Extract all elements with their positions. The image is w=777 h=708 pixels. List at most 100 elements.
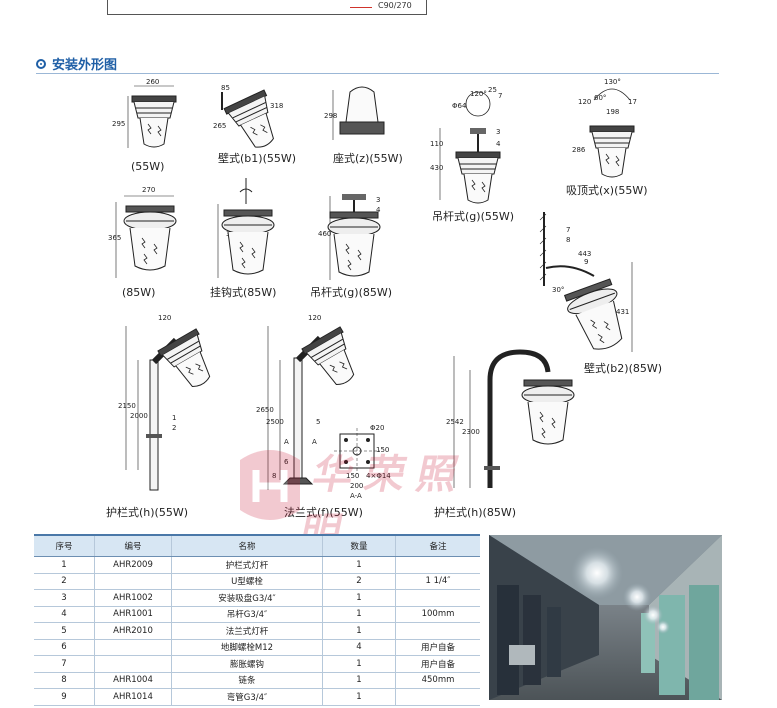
label-x-55w: 吸顶式(x)(55W) [566, 184, 648, 197]
table-cell: 4 [34, 606, 95, 623]
num-6: 6 [284, 458, 289, 466]
dim-130deg: 130° [604, 78, 621, 86]
table-cell: 2 [322, 573, 396, 590]
dim-200: 200 [350, 482, 363, 490]
dim-110: 110 [430, 140, 443, 148]
table-cell: 安装吸盘G3/4″ [171, 589, 323, 607]
table-cell: 用户自备 [395, 655, 480, 673]
label-85w: (85W) [122, 286, 155, 299]
col-header: 数量 [322, 534, 396, 557]
table-cell: 吊杆G3/4″ [171, 606, 323, 623]
table-cell: 6 [34, 639, 95, 656]
table-cell: 弯管G3/4″ [171, 688, 323, 706]
dim-265: 265 [213, 122, 226, 130]
table-header-row: 序号 编号 名称 数量 备注 [34, 534, 480, 557]
dim-phi20: Φ20 [370, 424, 384, 432]
dim-295: 295 [112, 120, 125, 128]
dim-85: 85 [221, 84, 230, 92]
label-f-55w: 法兰式(f)(55W) [284, 505, 363, 519]
table-cell [395, 622, 480, 640]
table-cell: 5 [34, 622, 95, 640]
section-mark-a-left: A [284, 438, 289, 446]
table-cell: AHR2010 [94, 622, 172, 640]
dim-2300: 2300 [462, 428, 480, 436]
table-cell: U型螺栓 [171, 573, 323, 590]
drawing-pendant-g-55w: Φ64 120° 25 7 3 4 110 430 吊杆式(g)(55W) [430, 86, 514, 223]
dim-430: 430 [430, 164, 443, 172]
legend-line-red [350, 7, 372, 8]
dim-120-h: 120 [158, 314, 171, 322]
installation-photo [489, 535, 722, 700]
table-cell: 膨胀螺钩 [171, 655, 323, 673]
dim-2542: 2542 [446, 418, 464, 426]
drawing-guardrail-h-85w: 2542 2300 护栏式(h)(85W) [434, 349, 575, 519]
table-cell: 8 [34, 672, 95, 689]
dim-phi64: Φ64 [452, 102, 467, 110]
table-cell: 1 [322, 688, 396, 706]
previous-section-frame [107, 0, 427, 15]
section-title: 安装外形图 [52, 58, 118, 73]
dim-270: 270 [142, 186, 155, 194]
col-header: 备注 [395, 534, 480, 557]
table-cell: 100mm [395, 606, 480, 623]
dim-150-h: 150 [346, 472, 359, 480]
dim-286: 286 [572, 146, 586, 154]
drawing-85w: 270 365 (85W) [108, 186, 177, 299]
dim-431: 431 [616, 308, 629, 316]
dim-60deg: 60° [594, 94, 606, 102]
dim-17: 17 [628, 98, 637, 106]
dim-30deg: 30° [552, 286, 564, 294]
table-cell: 1 [322, 589, 396, 607]
table-cell: 用户自备 [395, 639, 480, 656]
dim-4xphi14: 4×Φ14 [366, 472, 391, 480]
circle-bullet-icon [36, 58, 46, 69]
num-9: 9 [584, 258, 588, 266]
table-cell: 地脚螺栓M12 [171, 639, 323, 656]
table-cell: 2 [34, 573, 95, 590]
dim-120-f: 120 [308, 314, 321, 322]
table-cell: 9 [34, 688, 95, 706]
table-cell: AHR1001 [94, 606, 172, 623]
table-cell: 1 [322, 606, 396, 623]
table-cell: 4 [322, 639, 396, 656]
label-hook-85w: 挂钩式(85W) [210, 285, 276, 299]
table-cell [94, 655, 172, 673]
table-cell: AHR1004 [94, 672, 172, 689]
table-cell [94, 639, 172, 656]
num-1: 1 [172, 414, 176, 422]
drawing-wall-b1-55w: 85 265 318 壁式(b1)(55W) [213, 84, 296, 165]
section-divider [36, 73, 719, 74]
table-cell: 护栏式灯杆 [171, 556, 323, 574]
drawing-pendant-g-85w: 3 4 460 吊杆式(g)(85W) [310, 194, 392, 299]
label-h-55w: 护栏式(h)(55W) [106, 505, 188, 519]
table-cell: 1 [322, 556, 396, 574]
dim-150-v: 150 [376, 446, 389, 454]
num-4: 4 [496, 140, 501, 148]
num-3b: 3 [376, 196, 380, 204]
table-cell [395, 688, 480, 706]
dim-2150: 2150 [118, 402, 136, 410]
label-h-85w: 护栏式(h)(85W) [434, 505, 516, 519]
section-heading: 安装外形图 [36, 54, 117, 73]
table-cell [395, 556, 480, 574]
dim-318: 318 [270, 102, 283, 110]
table-cell: 法兰式灯杆 [171, 622, 323, 640]
dim-2000: 2000 [130, 412, 148, 420]
dim-120deg: 120° [470, 90, 487, 98]
section-mark-a-right: A [312, 438, 317, 446]
num-8: 8 [566, 236, 570, 244]
dim-2500: 2500 [266, 418, 284, 426]
num-7: 7 [566, 226, 570, 234]
label-z-55w: 座式(z)(55W) [333, 151, 403, 165]
drawing-hook-85w: 340 挂钩式(85W) [210, 178, 276, 299]
dim-120: 120 [578, 98, 591, 106]
num-4b: 4 [376, 206, 381, 214]
table-cell: AHR1014 [94, 688, 172, 706]
table-cell [395, 589, 480, 607]
col-header: 编号 [94, 534, 172, 557]
dim-260: 260 [146, 78, 159, 86]
